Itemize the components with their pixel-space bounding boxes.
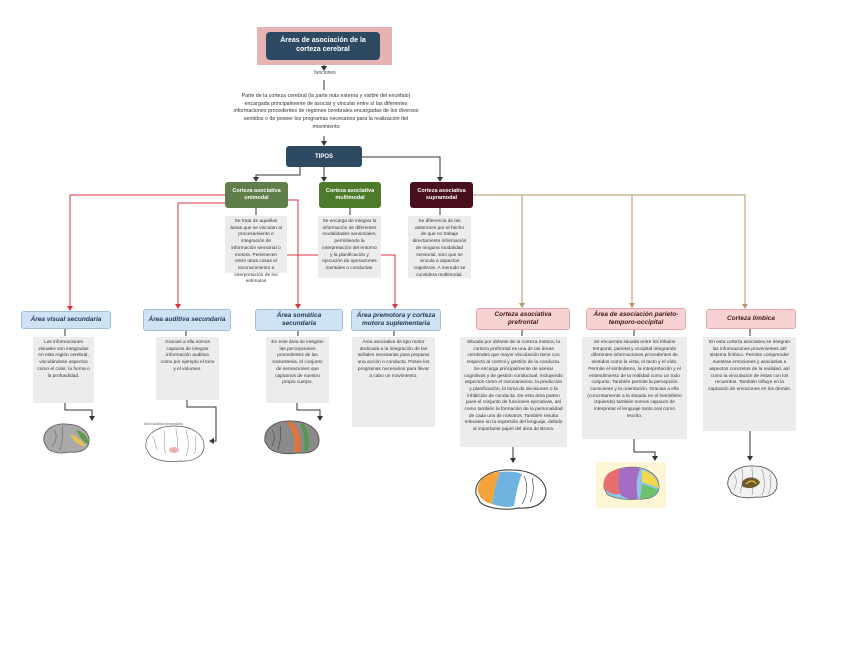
brain-prefrontal-image [475,469,547,510]
area-prefrontal-title: Corteza asociativa prefrontal [476,308,570,330]
area-pto-title: Área de asociación parieto-temporo-occip… [586,308,686,330]
type-unimodal: Corteza asociativa unimodal [225,182,288,208]
svg-text:Área auditiva secundaria: Área auditiva secundaria [144,422,183,426]
definition-text: Parte de la corteza cerebral (la parte m… [233,93,419,130]
area-limbic-title: Corteza límbica [706,309,796,329]
brain-auditory-area-image: Área auditiva secundaria [144,422,205,462]
area-auditory-desc: Gracias a ella somos capaces de integrar… [156,337,219,400]
brain-visual-area-image [43,423,90,454]
area-auditory-title: Área auditiva secundaria [143,309,231,331]
brain-limbic-image [727,465,778,499]
main-title: Áreas de asociación de la corteza cerebr… [266,32,380,60]
brain-lobes-diagram-image [596,462,666,508]
area-somatic-desc: En este área se integran las percepcione… [266,337,329,403]
brain-somatic-area-image [264,420,320,455]
type-multimodal: Corteza asociativa multimodal [319,182,381,208]
area-visual-desc: Las informaciones visuales son integrada… [33,337,94,403]
type-multimodal-desc: Se encarga de integrar la información de… [318,216,381,278]
type-supramodal-desc: Se diferencia de las anteriores por el h… [408,216,471,278]
area-visual-title: Área visual secundaria [21,311,111,329]
area-prefrontal-desc: Situada por delante de la corteza motora… [460,337,567,447]
tipos-node: TIPOS [286,146,362,167]
type-supramodal: Corteza asociativa supramodal [410,182,473,208]
area-somatic-title: Área somática secundaria [255,309,343,331]
connector-label: funciones [314,70,336,76]
area-limbic-desc: En esta corteza asociativa se integran l… [703,337,796,431]
type-unimodal-desc: Se trata de aquellas áreas que se vincul… [225,216,287,284]
area-premotor-desc: Área asociativa de tipo motor dedicada a… [352,337,435,427]
area-premotor-title: Área premotora y corteza motora suplemen… [351,309,441,331]
area-pto-desc: Se encuentra situada entre los lóbulos t… [582,337,687,439]
